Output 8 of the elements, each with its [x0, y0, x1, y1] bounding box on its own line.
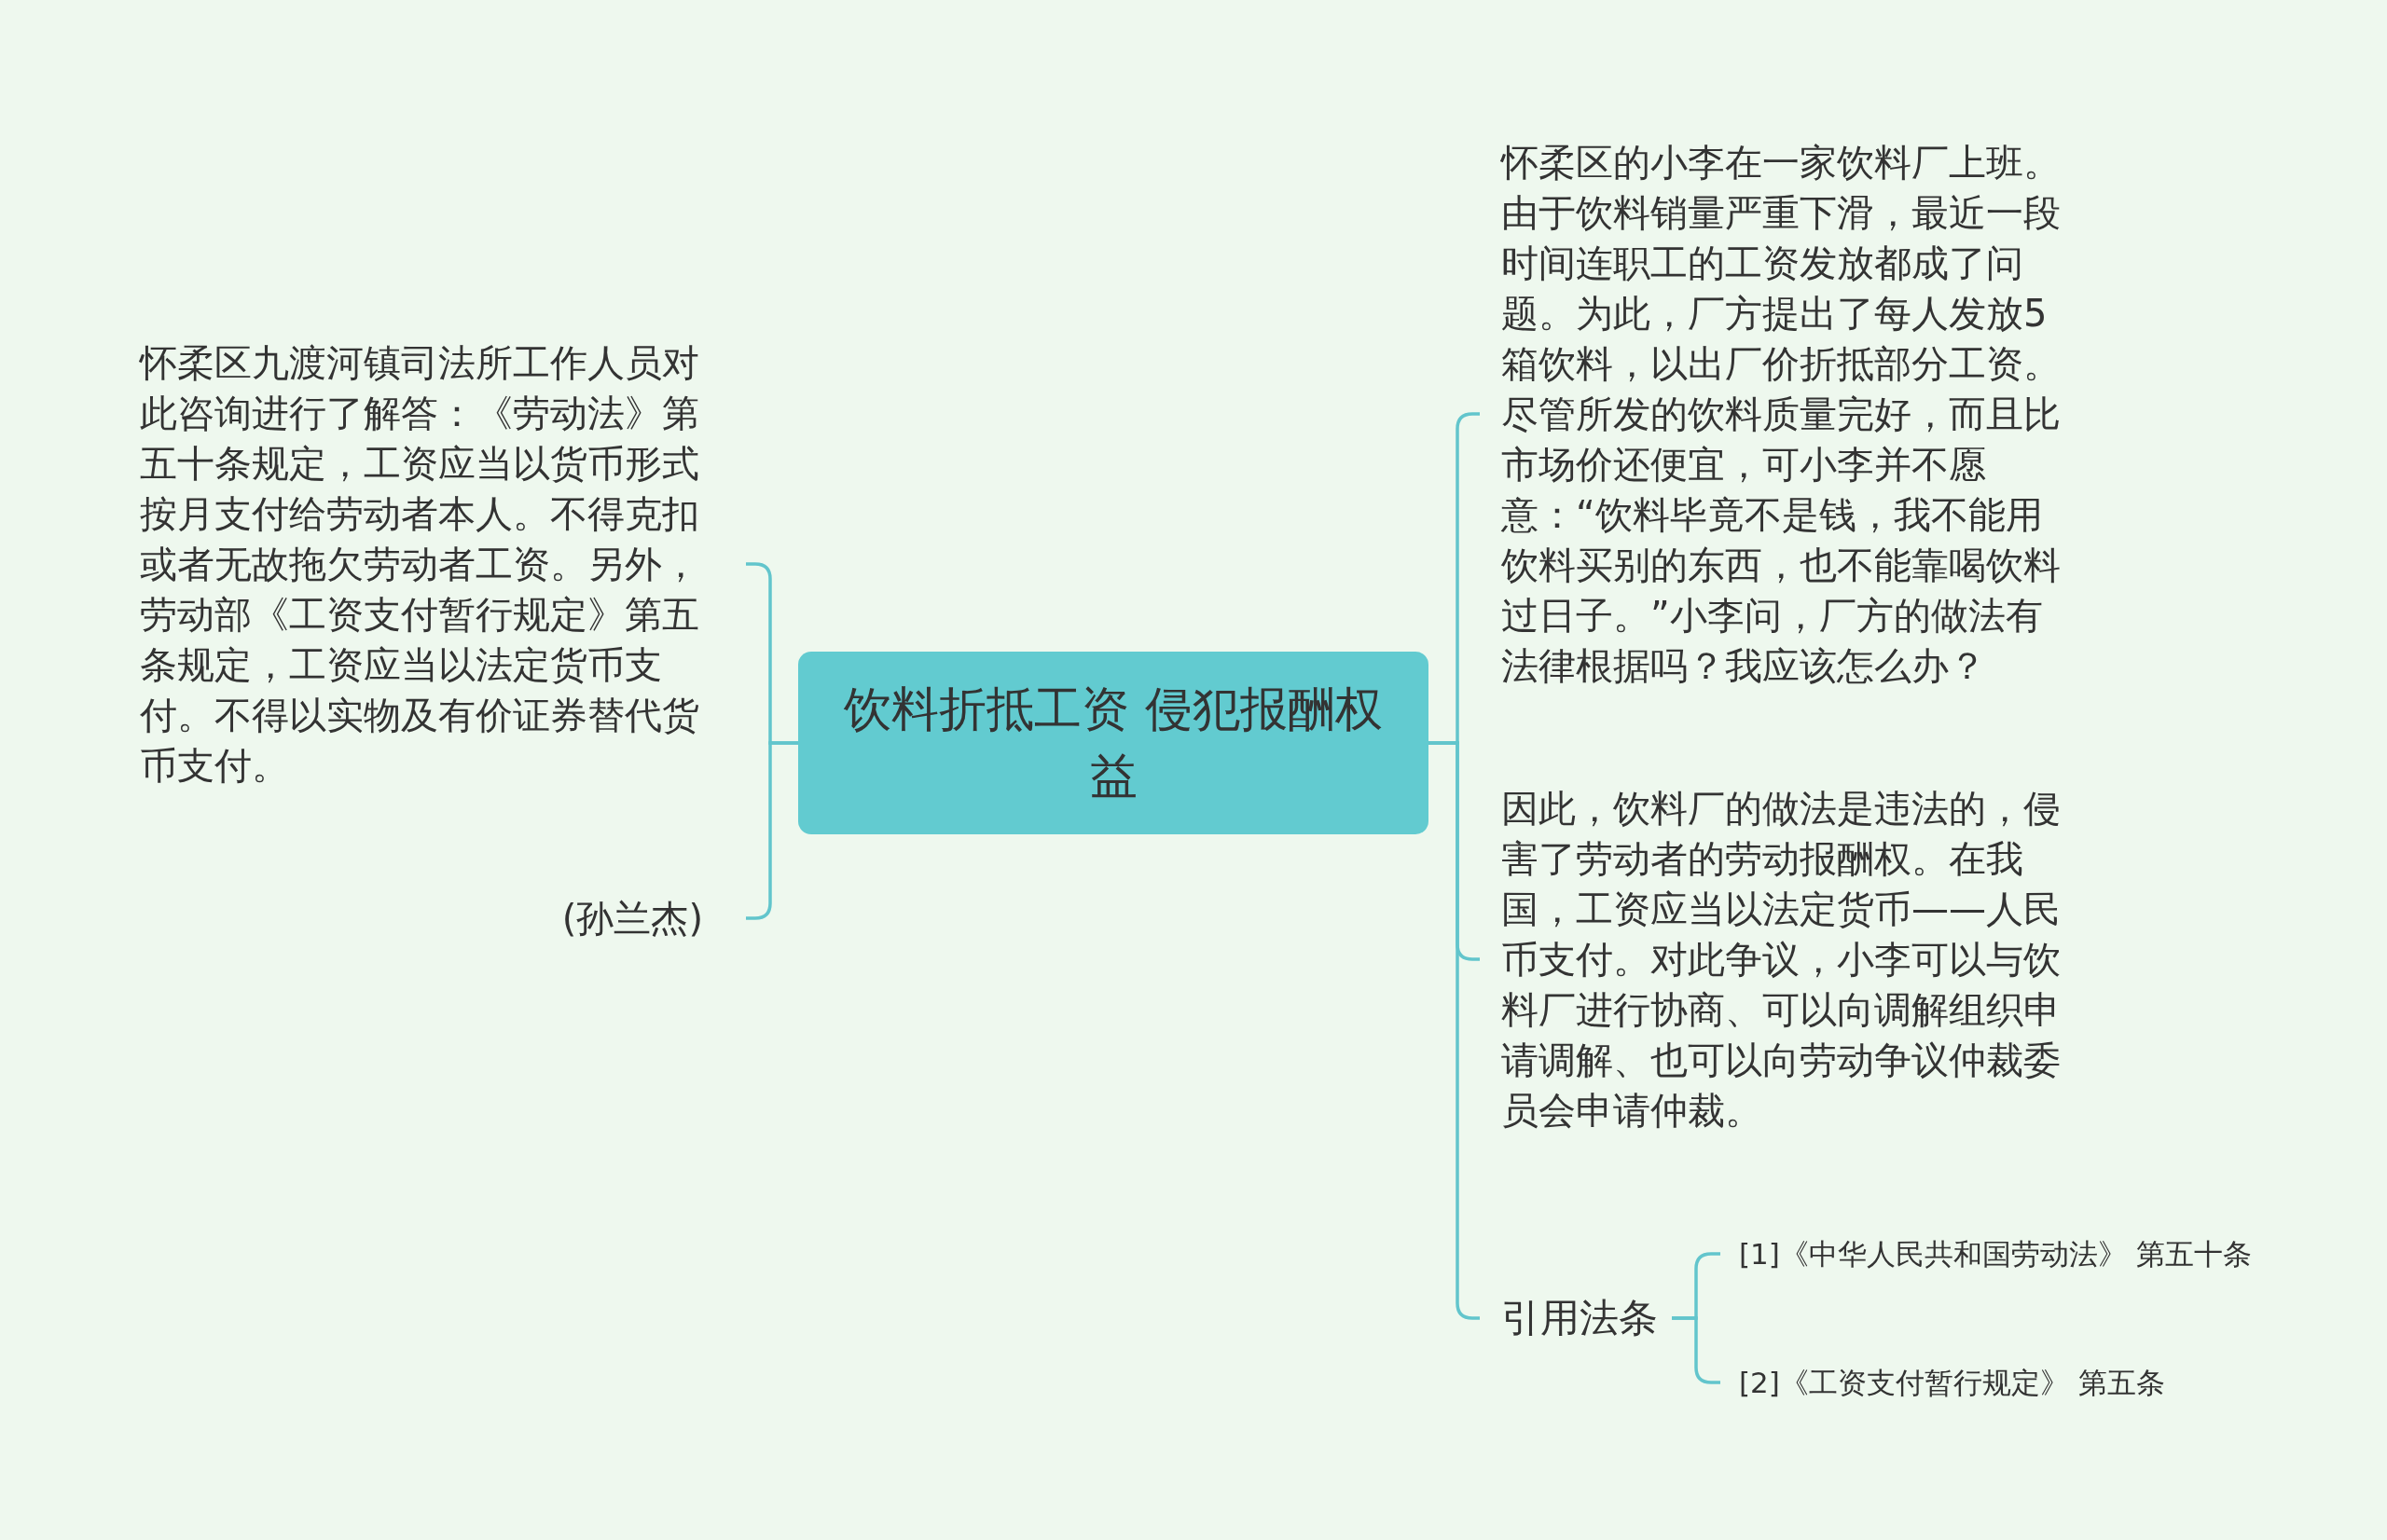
- author-text: (孙兰杰): [466, 890, 746, 946]
- note-text: 怀柔区的小李在一家饮料厂上班。由于饮料销量严重下滑，最近一段时间连职工的工资发放都成了问题。为此，厂方提出了每人发放5箱饮料，以出厂价折抵部分工资。尽管所发的饮料质量完好，而且比市场价还便宜，可小李并不愿意：“饮料毕竟不是钱，我不能用饮料买别的东西，也不能靠喝饮料过日子。”小李问，厂方的做法有法律根据吗？我应该怎么办？: [1480, 137, 2077, 691]
- reference-text: [2]《工资支付暂行规定》 第五条: [1720, 1362, 2317, 1403]
- topic-box: 饮料折抵工资 侵犯报酬权益: [798, 652, 1428, 834]
- note-text: 怀柔区九渡河镇司法所工作人员对此咨询进行了解答：《劳动法》第五十条规定，工资应当以货币形式按月支付给劳动者本人。不得克扣或者无故拖欠劳动者工资。另外，劳动部《工资支付暂行规定》第五条规定，工资应当以法定货币支付。不得以实物及有价证券替代货币支付。: [140, 337, 746, 791]
- reference-text: [1]《中华人民共和国劳动法》 第五十条: [1720, 1233, 2317, 1274]
- branch-label: 引用法条: [1480, 1290, 1672, 1346]
- note-text: 因此，饮料厂的做法是违法的，侵害了劳动者的劳动报酬权。在我国，工资应当以法定货币——人民币支付。对此争议，小李可以与饮料厂进行协商、可以向调解组织申请调解、也可以向劳动争议仲裁委员会申请仲裁。: [1480, 783, 2077, 1135]
